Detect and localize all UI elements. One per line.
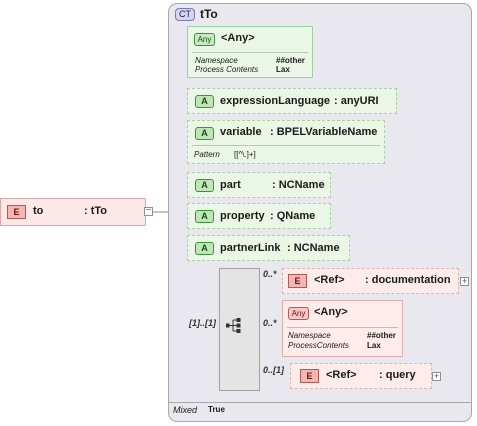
element-badge: E [288, 274, 307, 288]
namespace-value: ##other [367, 331, 396, 340]
child-element-query[interactable]: E <Ref> : query [290, 363, 432, 389]
any-badge: Any [288, 307, 309, 320]
sequence-icon [226, 318, 241, 333]
expand-toggle[interactable]: + [460, 276, 469, 286]
child-cardinality: 0..[1] [263, 365, 285, 375]
mixed-label: Mixed [173, 405, 198, 415]
attribute-type: : QName [270, 210, 316, 222]
namespace-value: ##other [276, 56, 305, 65]
complex-type-name: tTo [200, 7, 218, 21]
pattern-label: Pattern [194, 150, 220, 159]
collapse-toggle[interactable]: − [144, 205, 153, 216]
child-cardinality: 0..* [263, 318, 277, 328]
attribute-badge: A [195, 242, 214, 255]
child-any-element[interactable]: Any <Any> Namespace ##other ProcessConte… [282, 300, 403, 357]
footer-separator [169, 402, 471, 403]
attribute-partnerlink[interactable]: A partnerLink : NCName [187, 235, 350, 261]
attribute-type: : BPELVariableName [270, 126, 378, 138]
attribute-type: : anyURI [334, 95, 379, 107]
any-separator [287, 327, 398, 328]
complex-type-badge: CT [175, 8, 195, 21]
attribute-property[interactable]: A property : QName [187, 203, 331, 229]
any-badge: Any [194, 33, 215, 46]
attribute-part[interactable]: A part : NCName [187, 172, 331, 198]
child-element-documentation[interactable]: E <Ref> : documentation [282, 268, 459, 294]
sequence-cardinality: [1]..[1] [189, 318, 216, 328]
process-contents-label: ProcessContents [288, 341, 349, 350]
attribute-name: variable [220, 126, 262, 138]
element-ref: <Ref> [326, 369, 357, 381]
attribute-type: : NCName [272, 179, 325, 191]
element-type: : tTo [84, 205, 108, 217]
pattern-value: [[^\.]+] [234, 150, 256, 159]
attribute-name: part [220, 179, 241, 191]
attribute-badge: A [195, 95, 214, 108]
attribute-variable[interactable]: A variable : BPELVariableName Pattern [[… [187, 120, 385, 164]
process-contents-label: Process Contents [195, 65, 259, 74]
pattern-separator [192, 145, 380, 146]
attribute-badge: A [195, 127, 214, 140]
attribute-badge: A [195, 179, 214, 192]
attribute-type: : NCName [287, 242, 340, 254]
process-contents-value: Lax [367, 341, 381, 350]
namespace-label: Namespace [288, 331, 331, 340]
attribute-name: property [220, 210, 265, 222]
any-separator [192, 52, 308, 53]
child-cardinality: 0..* [263, 269, 277, 279]
any-name: <Any> [314, 306, 348, 318]
expand-toggle[interactable]: + [432, 371, 441, 381]
element-badge: E [7, 205, 26, 219]
attribute-name: expressionLanguage [220, 95, 331, 107]
namespace-label: Namespace [195, 56, 238, 65]
any-name: <Any> [221, 32, 255, 44]
attribute-name: partnerLink [220, 242, 281, 254]
any-attribute-box[interactable]: Any <Any> Namespace ##other Process Cont… [187, 26, 313, 78]
element-ref: <Ref> [314, 274, 345, 286]
element-name: : query [379, 369, 416, 381]
mixed-value: True [208, 405, 225, 414]
root-element-to[interactable]: E to : tTo [0, 198, 146, 226]
element-badge: E [300, 369, 319, 383]
element-name: : documentation [365, 274, 451, 286]
element-name: to [33, 205, 44, 217]
process-contents-value: Lax [276, 65, 290, 74]
attribute-badge: A [195, 210, 214, 223]
attribute-expressionlanguage[interactable]: A expressionLanguage : anyURI [187, 88, 397, 114]
